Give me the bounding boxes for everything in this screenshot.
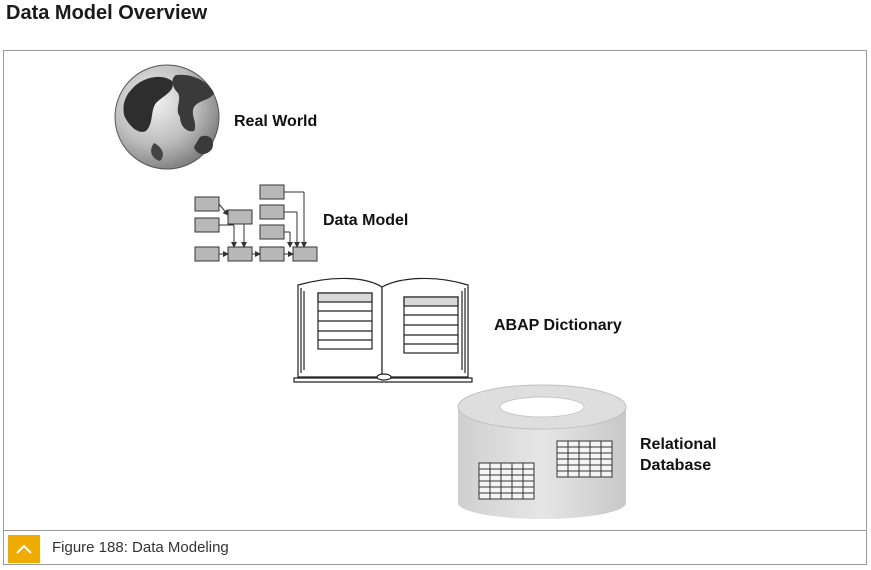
data-model-label: Data Model [323,212,408,229]
real-world-label: Real World [234,113,317,130]
chevron-up-icon[interactable] [8,535,40,563]
data-modeling-illustration: Real World Data Model [114,64,716,519]
data-model-connectors [218,191,307,257]
page-title: Data Model Overview [6,2,208,24]
data-model-diagram-icon [194,184,318,262]
open-book-icon [293,277,473,383]
database-label: Database [640,457,711,474]
database-icon [457,384,627,519]
abap-dictionary-label: ABAP Dictionary [494,317,622,334]
relational-label: Relational [640,436,716,453]
figure-caption-bar: Figure 188: Data Modeling [3,531,867,565]
figure-caption: Figure 188: Data Modeling [52,539,229,556]
globe-icon [114,64,220,170]
